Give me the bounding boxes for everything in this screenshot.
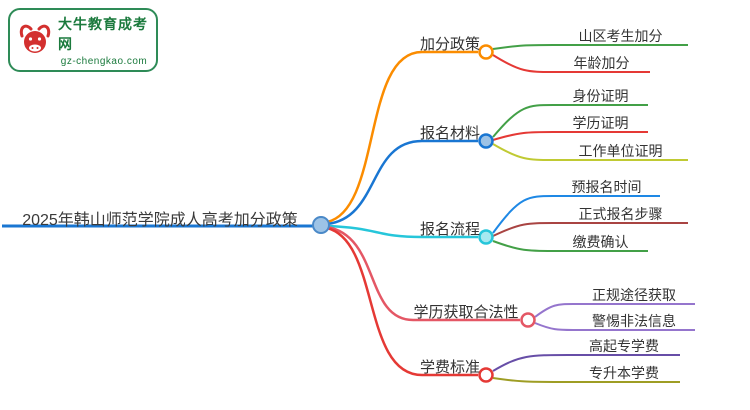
branch-edge-legality	[326, 225, 520, 322]
branch-bonus-policy[interactable]: 加分政策	[420, 36, 481, 53]
leaf-preregistration-time[interactable]: 预报名时间	[571, 179, 642, 195]
logo: 大牛教育成考网 gz-chengkao.com	[8, 8, 158, 72]
leaf-education-proof[interactable]: 学历证明	[572, 115, 629, 131]
leaf-legal-channels[interactable]: 正规途径获取	[592, 287, 676, 303]
leaf-edge-age-bonus	[492, 54, 650, 73]
central-node-handle[interactable]	[312, 216, 330, 234]
branch-registration-process[interactable]: 报名流程	[420, 221, 481, 238]
registration-process-handle[interactable]	[478, 229, 494, 245]
leaf-edge-legal-channels	[534, 303, 695, 318]
leaf-payment-confirm[interactable]: 缴费确认	[572, 234, 629, 250]
branch-edge-bonus-policy	[326, 50, 478, 224]
leaf-edge-id-proof	[492, 104, 648, 138]
leaf-upgrade-tuition[interactable]: 专升本学费	[589, 365, 659, 381]
branch-edge-registration-process	[326, 224, 478, 239]
central-topic[interactable]: 2025年韩山师范学院成人高考加分政策	[22, 212, 298, 229]
registration-materials-handle[interactable]	[478, 133, 494, 149]
tuition-handle[interactable]	[478, 367, 494, 383]
branch-tuition[interactable]: 学费标准	[420, 359, 481, 376]
logo-domain: gz-chengkao.com	[60, 55, 148, 67]
leaf-edge-upgrade-tuition	[492, 377, 680, 383]
leaf-edge-payment-confirm	[492, 240, 648, 252]
leaf-employer-proof[interactable]: 工作单位证明	[578, 143, 663, 159]
branch-edge-registration-materials	[326, 139, 478, 226]
leaf-junior-college-tuition[interactable]: 高起专学费	[589, 338, 659, 354]
leaf-edge-preregistration-time	[492, 195, 660, 234]
leaf-id-proof[interactable]: 身份证明	[572, 88, 629, 104]
leaf-beware-illegal[interactable]: 警惕非法信息	[592, 313, 676, 329]
bonus-policy-handle[interactable]	[478, 44, 494, 60]
legality-handle[interactable]	[520, 312, 536, 328]
logo-text: 大牛教育成考网 gz-chengkao.com	[58, 14, 150, 67]
leaf-edge-beware-illegal	[534, 322, 695, 331]
bull-icon	[19, 24, 51, 53]
branch-legality[interactable]: 学历获取合法性	[413, 304, 519, 321]
leaf-edge-employer-proof	[492, 143, 688, 161]
leaf-edge-education-proof	[492, 131, 648, 141]
leaf-mountain-bonus[interactable]: 山区考生加分	[578, 28, 663, 44]
logo-title: 大牛教育成考网	[58, 15, 148, 52]
leaf-edge-junior-college-tuition	[492, 354, 680, 372]
branch-edge-tuition	[326, 226, 478, 377]
leaf-edge-mountain-bonus	[492, 44, 688, 50]
leaf-edge-formal-steps	[492, 222, 688, 237]
leaf-age-bonus[interactable]: 年龄加分	[573, 55, 630, 71]
leaf-formal-steps[interactable]: 正式报名步骤	[578, 206, 663, 222]
branch-registration-materials[interactable]: 报名材料	[420, 125, 481, 142]
